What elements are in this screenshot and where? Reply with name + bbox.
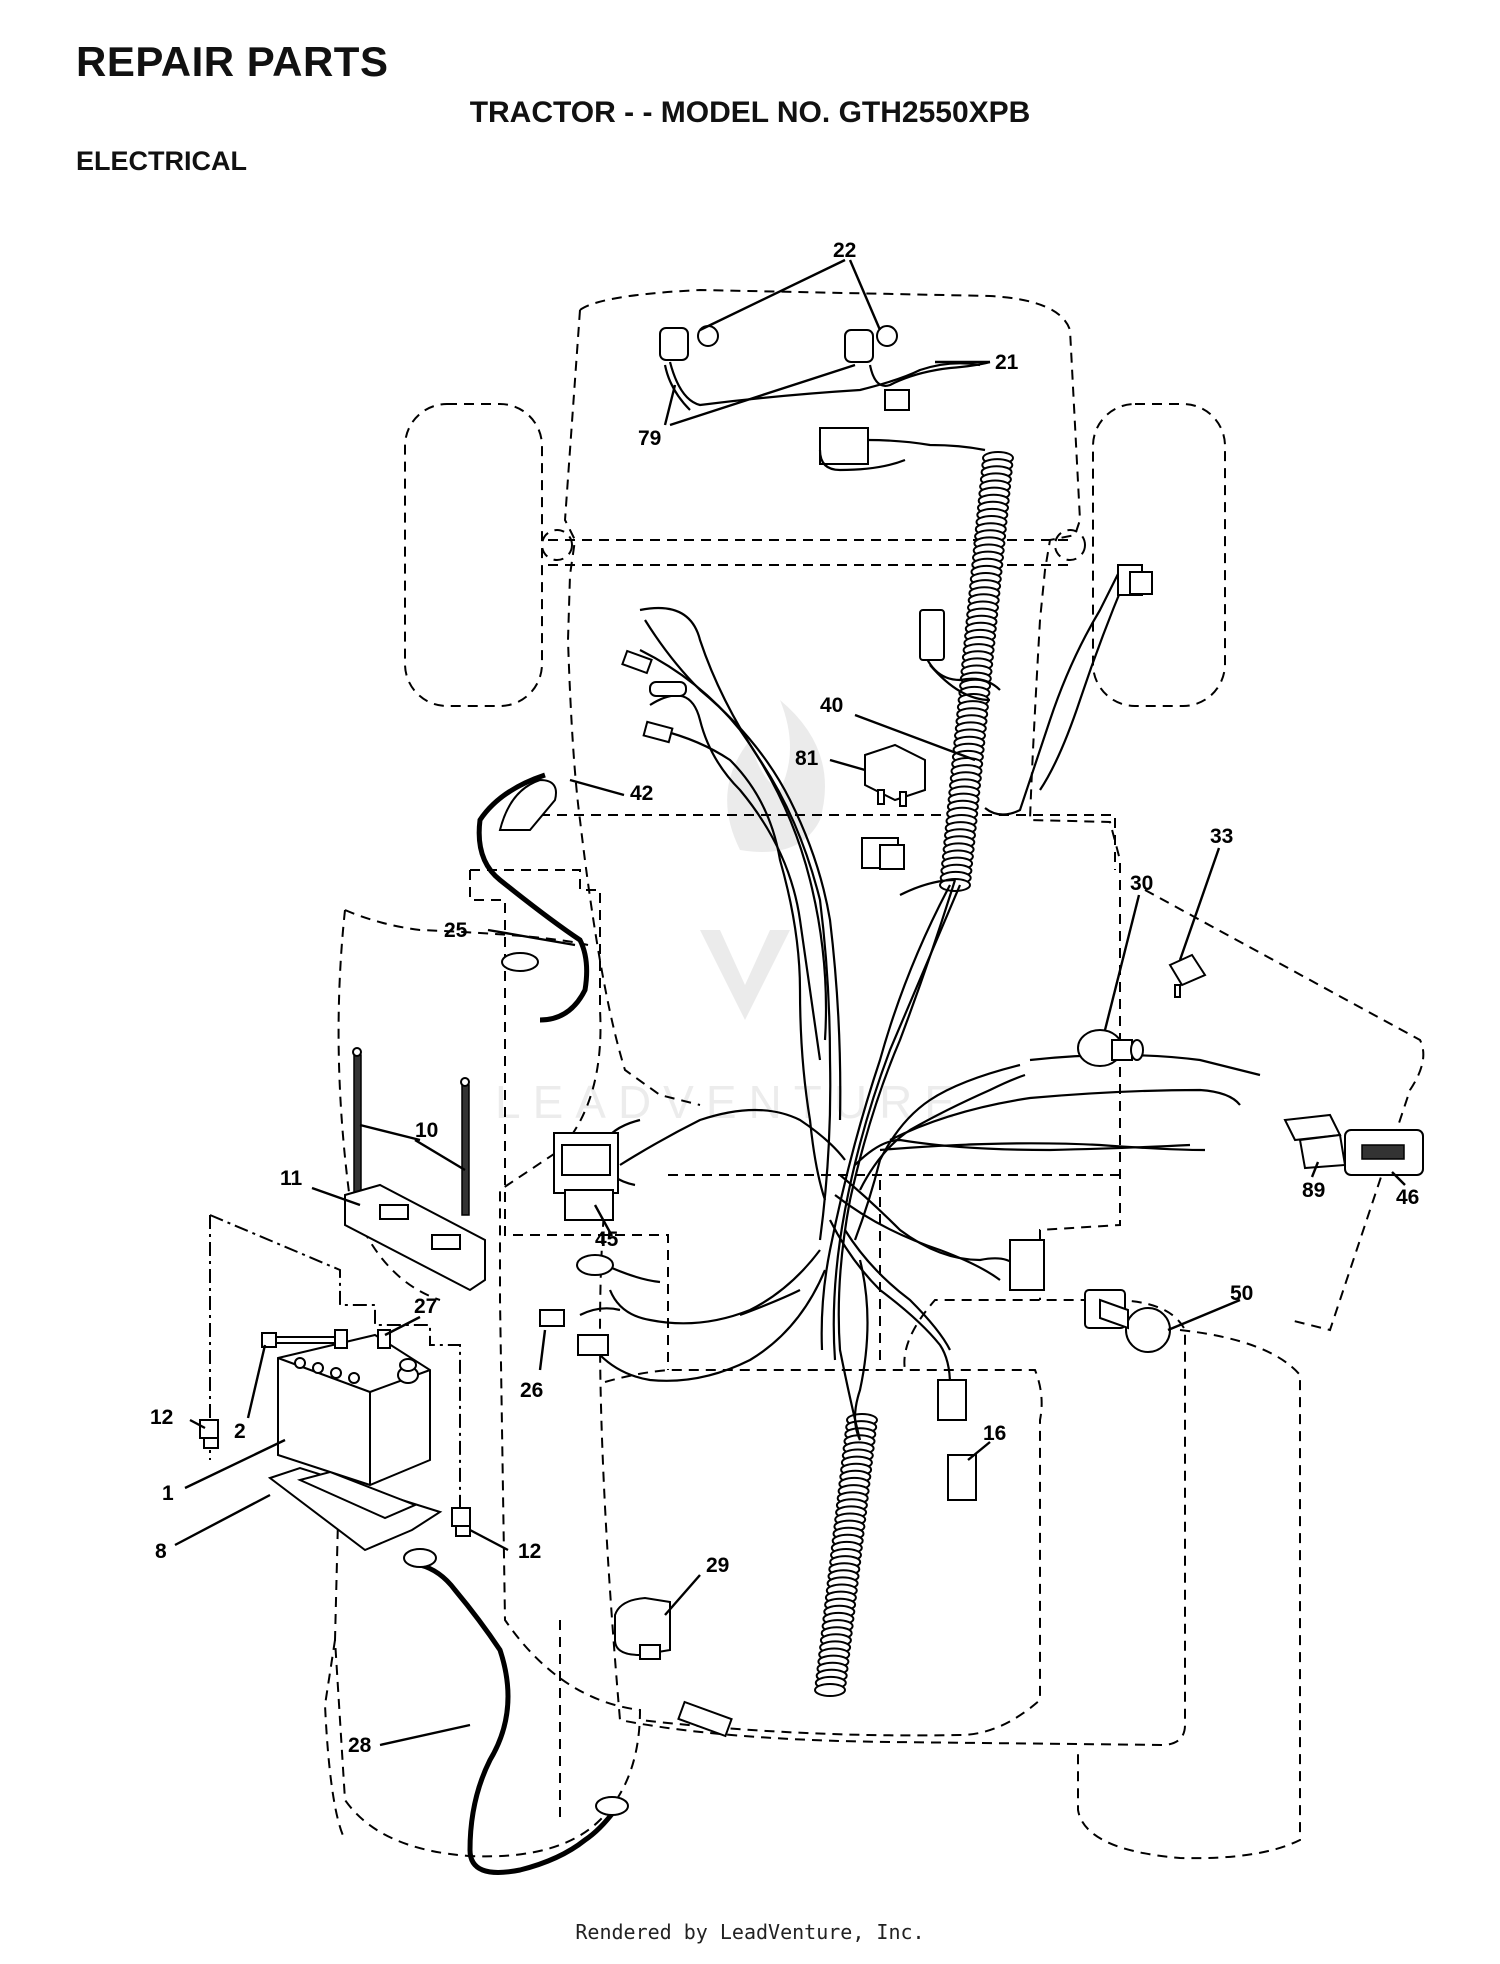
callout-50: 50	[1230, 1282, 1253, 1305]
callout-28: 28	[348, 1734, 372, 1757]
callout-8: 8	[155, 1540, 167, 1563]
harness-conduit-lower	[814, 1413, 878, 1697]
callout-1: 1	[162, 1482, 174, 1505]
ring-terminal-ground	[576, 1254, 614, 1276]
callout-11: 11	[280, 1167, 303, 1190]
ring-terminal-25	[501, 952, 539, 972]
clip-12-left	[199, 1419, 219, 1449]
callout-42: 42	[630, 782, 653, 805]
connector-block-left	[861, 837, 905, 870]
callout-22: 22	[833, 239, 856, 262]
terminal-boot-42	[498, 778, 557, 831]
callout-89: 89	[1302, 1179, 1325, 1202]
battery-tray-8	[267, 1466, 443, 1552]
model-subtitle: TRACTOR - - MODEL NO. GTH2550XPB	[469, 96, 1031, 129]
ignition-switch-30	[1077, 1029, 1144, 1067]
clip-12-right	[451, 1507, 471, 1537]
callout-79: 79	[638, 427, 661, 450]
conduit-ring	[814, 1683, 846, 1697]
module-33	[1168, 953, 1207, 998]
hold-down-bolt-2	[261, 1329, 348, 1349]
callout-45: 45	[595, 1228, 619, 1251]
wire-harness	[579, 569, 1261, 1441]
bezel-89	[1283, 1113, 1347, 1170]
callout-25: 25	[444, 919, 468, 942]
hourmeter-45	[553, 1132, 619, 1221]
ring-terminal-28-top	[403, 1548, 437, 1568]
callout-27: 27	[414, 1295, 437, 1318]
solenoid-29	[614, 1596, 733, 1738]
terminal-clips	[621, 649, 687, 744]
callout-46: 46	[1396, 1186, 1419, 1209]
harness-connector-front	[819, 427, 869, 465]
page-title: REPAIR PARTS	[76, 38, 389, 85]
leader-lines	[174, 258, 1406, 1747]
watermark-text: LEADVENTURE	[495, 1076, 967, 1128]
tractor-outline	[323, 288, 1425, 1860]
callout-81: 81	[795, 747, 819, 770]
callout-26: 26	[520, 1379, 543, 1402]
ground-battery-cable	[419, 1562, 617, 1875]
callout-21: 21	[995, 351, 1019, 374]
pto-switch-50	[1084, 1289, 1171, 1353]
callout-12-right: 12	[518, 1540, 541, 1563]
seat-switch-connector	[919, 609, 945, 661]
positive-battery-cable	[476, 772, 590, 1023]
side-connector-plug	[1129, 571, 1153, 595]
callout-10: 10	[415, 1119, 438, 1142]
harness-conduit-upper	[939, 451, 1014, 892]
connector-16	[937, 1239, 1045, 1501]
callout-16: 16	[983, 1422, 1006, 1445]
callout-labels: 22 21 79 40 81 42 25 10 11 45 33 30 89 4…	[150, 239, 1419, 1757]
hourmeter-display-46	[1344, 1129, 1424, 1176]
section-heading: ELECTRICAL	[76, 146, 247, 176]
relay-81	[864, 743, 926, 807]
callout-30: 30	[1130, 872, 1153, 895]
fuse-26	[539, 1309, 609, 1356]
render-credit: Rendered by LeadVenture, Inc.	[575, 1920, 925, 1944]
ring-terminal-28-bottom	[595, 1796, 629, 1816]
callout-33: 33	[1210, 825, 1233, 848]
hold-down-bracket-11	[344, 1183, 486, 1292]
callout-40: 40	[820, 694, 843, 717]
callout-29: 29	[706, 1554, 729, 1577]
callout-2: 2	[234, 1420, 246, 1443]
battery-mount-outline	[209, 1214, 461, 1535]
callout-12-left: 12	[150, 1406, 173, 1429]
battery-1	[277, 1333, 431, 1487]
headlight-bulbs	[659, 325, 991, 411]
